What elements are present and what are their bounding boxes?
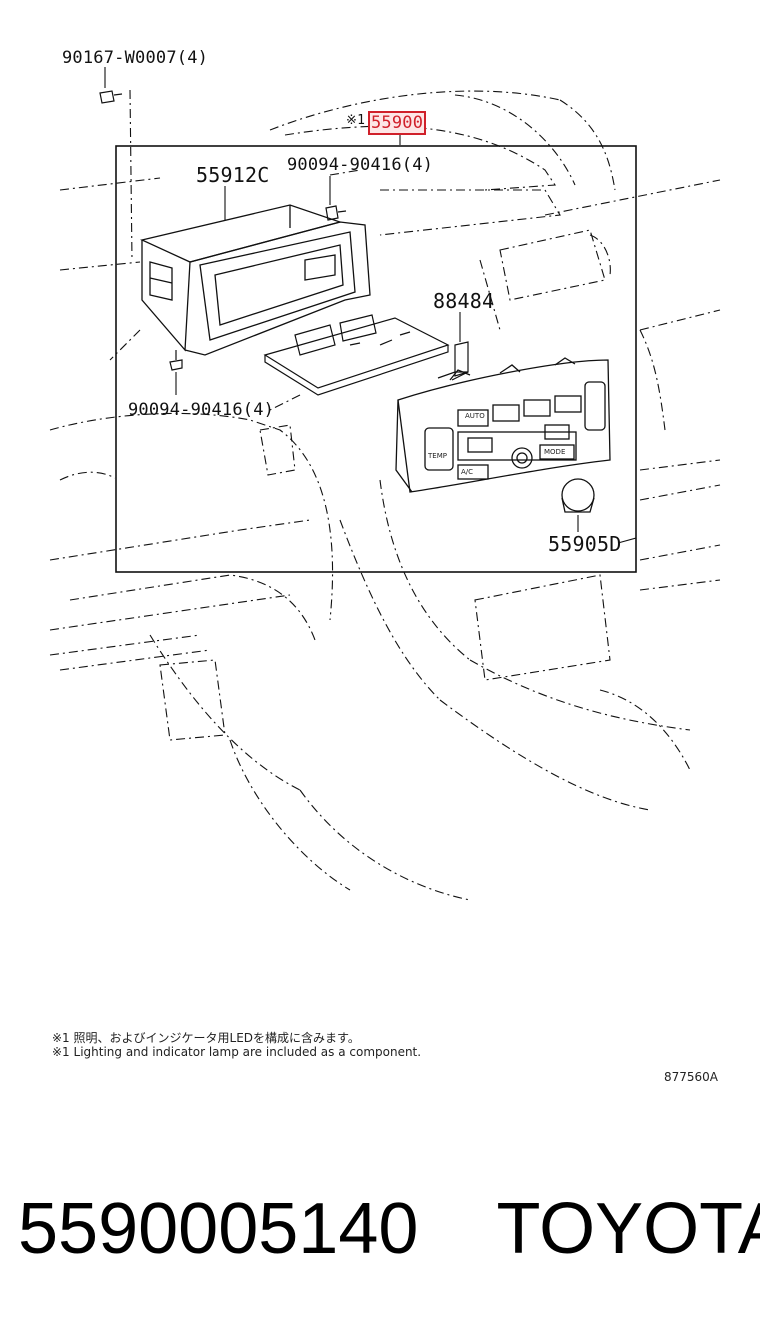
circuit-plate <box>263 314 450 396</box>
note-japanese: ※1 照明、およびインジケータ用LEDを構成に含みます。 <box>52 1031 360 1045</box>
note-english: ※1 Lighting and indicator lamp are inclu… <box>52 1045 422 1059</box>
footer-title: 5590005140 TOYOTA <box>18 1188 760 1278</box>
leader-lines <box>104 67 637 544</box>
knob-55905D <box>561 478 595 513</box>
component-frame <box>115 145 637 573</box>
label-screw-top: 90167-W0007(4) <box>62 48 209 68</box>
label-bolt-lower: 90094-90416(4) <box>128 400 275 420</box>
label-asm-prefix: ※1 <box>346 113 366 128</box>
label-bolt-upper: 90094-90416(4) <box>287 155 434 175</box>
panel-ac-text: A/C <box>461 468 474 476</box>
bracket-88484 <box>437 341 469 381</box>
footer-brand: TOYOTA <box>496 1189 760 1269</box>
label-asm-part-highlighted: 55900 <box>368 111 427 135</box>
panel-auto-text: AUTO <box>465 412 485 420</box>
dashboard-outline <box>49 89 721 901</box>
climate-panel <box>395 357 611 493</box>
label-pocket: 55912C <box>196 163 270 187</box>
bolt-lower-shape <box>169 359 183 371</box>
bolt-upper-shape <box>325 205 339 221</box>
label-knob: 55905D <box>548 532 622 556</box>
label-bracket: 88484 <box>433 289 495 313</box>
screw-top-shape <box>99 90 115 104</box>
fasteners <box>99 90 347 371</box>
panel-mode-text: MODE <box>544 448 566 456</box>
footer-part-number: 5590005140 <box>18 1189 419 1269</box>
panel-temp-text: TEMP <box>428 452 447 460</box>
drawing-reference-code: 877560A <box>664 1070 719 1084</box>
storage-pocket <box>140 204 371 356</box>
